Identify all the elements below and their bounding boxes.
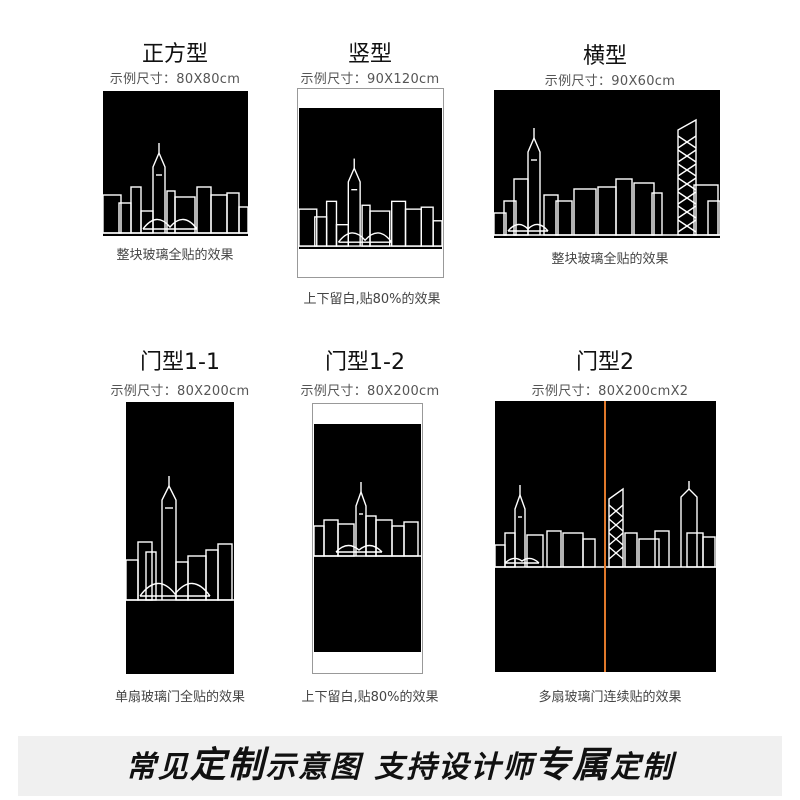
sample-image-door-1-1 [126, 402, 234, 674]
sample-image-vertical [297, 88, 444, 278]
banner-emphasis: 定制 [189, 745, 266, 786]
skyline-illustration [103, 143, 248, 234]
example-title: 横型 [582, 44, 627, 69]
example-size: 示例尺寸：90X120cm [300, 72, 440, 87]
bottom-banner: 常见定制示意图 支持设计师专属定制 [18, 736, 782, 796]
example-title: 门型1-1 [140, 350, 220, 375]
banner-emphasis: 专属 [534, 745, 611, 786]
sample-image-door-1-2 [312, 403, 423, 674]
skyline-illustration [494, 118, 720, 236]
banner-slogan: 常见定制示意图 支持设计师专属定制 [18, 736, 782, 796]
example-title: 门型1-2 [325, 350, 405, 375]
skyline-illustration [314, 482, 421, 557]
example-size: 示例尺寸：80X80cm [109, 72, 241, 87]
example-size: 示例尺寸：80X200cmX2 [531, 384, 689, 399]
example-title: 门型2 [576, 350, 634, 375]
example-size: 示例尺寸：80X200cm [110, 384, 250, 399]
example-caption: 单扇玻璃门全贴的效果 [114, 690, 245, 705]
example-caption: 上下留白,贴80%的效果 [301, 690, 439, 705]
sample-image-horizontal [494, 90, 720, 238]
example-caption: 上下留白,贴80%的效果 [303, 292, 441, 307]
door-divider-line [604, 401, 606, 672]
banner-part: 示意图 支持设计师 [265, 750, 535, 785]
example-title: 竖型 [347, 42, 392, 67]
sample-image-door-2 [495, 401, 716, 672]
banner-part: 定制 [610, 750, 675, 785]
example-size: 示例尺寸：80X200cm [300, 384, 440, 399]
sample-image-square [103, 91, 248, 236]
example-caption: 多扇玻璃门连续贴的效果 [538, 690, 682, 705]
example-caption: 整块玻璃全贴的效果 [116, 248, 234, 263]
banner-part: 常见 [125, 750, 190, 785]
skyline-illustration [299, 158, 442, 247]
example-title: 正方型 [141, 42, 208, 67]
example-caption: 整块玻璃全贴的效果 [551, 252, 669, 267]
skyline-illustration [126, 476, 234, 601]
example-size: 示例尺寸：90X60cm [544, 74, 676, 89]
